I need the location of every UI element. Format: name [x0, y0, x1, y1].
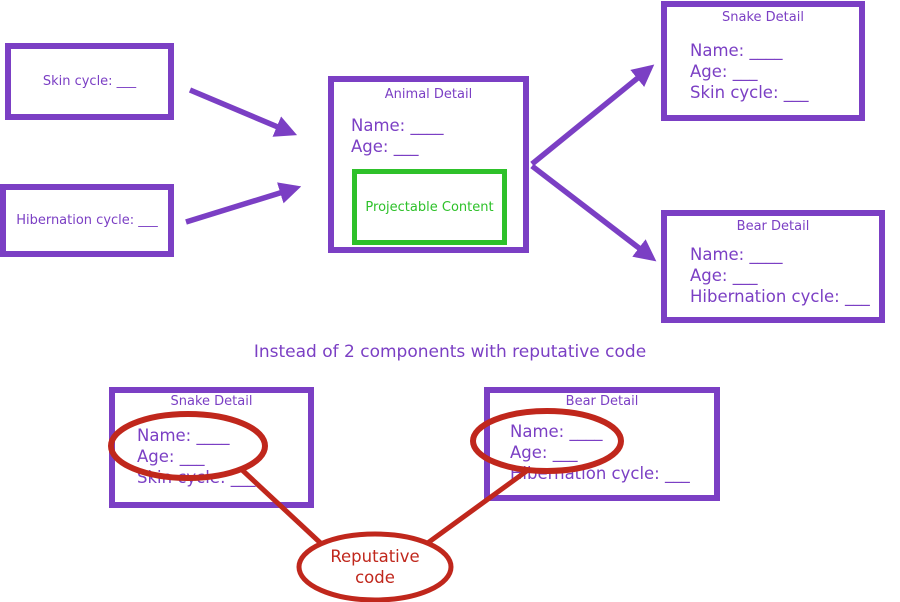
- callout-line-1: Reputative: [330, 547, 420, 566]
- repetitive-callout-ellipse: [296, 531, 454, 602]
- projectable-content-box: Projectable Content: [352, 169, 507, 245]
- animal-detail-fields: Name: ____ Age: ___: [351, 115, 443, 157]
- arrow-hibernation-to-animal: [185, 182, 302, 225]
- projectable-content-label: Projectable Content: [365, 199, 494, 215]
- skin-cycle-label: Skin cycle: ___: [42, 74, 137, 89]
- bear-name-field-bottom: Name: ____: [510, 422, 603, 441]
- snake-detail-fields-bottom: Name: ____ Age: ___ Skin cycle: ___: [137, 425, 256, 488]
- hibernation-cycle-box: Hibernation cycle: ___: [0, 184, 174, 257]
- snake-age-field-bottom: Age: ___: [137, 447, 205, 466]
- animal-detail-title: Animal Detail: [384, 87, 473, 102]
- repetitive-highlight-snake: [108, 411, 268, 481]
- arrow-animal-to-snake: [530, 64, 655, 167]
- bear-detail-box-top: Bear Detail Name: ____ Age: ___ Hibernat…: [661, 210, 885, 323]
- snake-skin-cycle-field-top: Skin cycle: ___: [690, 83, 809, 102]
- arrow-skin-to-animal: [188, 87, 298, 137]
- bear-detail-title-bottom: Bear Detail: [565, 394, 639, 409]
- bear-detail-box-bottom: Bear Detail Name: ____ Age: ___ Hibernat…: [484, 387, 720, 501]
- bear-detail-fields-top: Name: ____ Age: ___ Hibernation cycle: _…: [690, 244, 870, 307]
- animal-age-field: Age: ___: [351, 137, 419, 156]
- skin-cycle-box: Skin cycle: ___: [5, 43, 174, 120]
- bear-age-field-bottom: Age: ___: [510, 443, 578, 462]
- snake-age-field-top: Age: ___: [690, 62, 758, 81]
- connector-snake-to-callout: [238, 466, 330, 552]
- repetitive-callout-label: Reputative code: [300, 546, 450, 588]
- animal-name-field: Name: ____: [351, 116, 444, 135]
- snake-name-field-top: Name: ____: [690, 41, 783, 60]
- bear-hibernation-field-top: Hibernation cycle: ___: [690, 287, 870, 306]
- connector-bear-to-callout: [416, 467, 530, 553]
- bear-age-field-top: Age: ___: [690, 266, 758, 285]
- arrow-animal-to-bear: [530, 163, 657, 262]
- hibernation-cycle-label: Hibernation cycle: ___: [16, 213, 158, 228]
- snake-name-field-bottom: Name: ____: [137, 426, 230, 445]
- bear-detail-title-top: Bear Detail: [736, 219, 810, 234]
- snake-detail-fields-top: Name: ____ Age: ___ Skin cycle: ___: [690, 40, 809, 103]
- repetitive-highlight-bear: [470, 408, 624, 474]
- snake-detail-box-top: Snake Detail Name: ____ Age: ___ Skin cy…: [661, 1, 865, 121]
- snake-detail-title-bottom: Snake Detail: [170, 394, 253, 409]
- animal-detail-box: Animal Detail Name: ____ Age: ___ Projec…: [328, 76, 529, 253]
- caption: Instead of 2 components with reputative …: [253, 342, 647, 362]
- snake-detail-title-top: Snake Detail: [722, 10, 804, 25]
- bear-name-field-top: Name: ____: [690, 245, 783, 264]
- callout-line-2: code: [355, 568, 395, 587]
